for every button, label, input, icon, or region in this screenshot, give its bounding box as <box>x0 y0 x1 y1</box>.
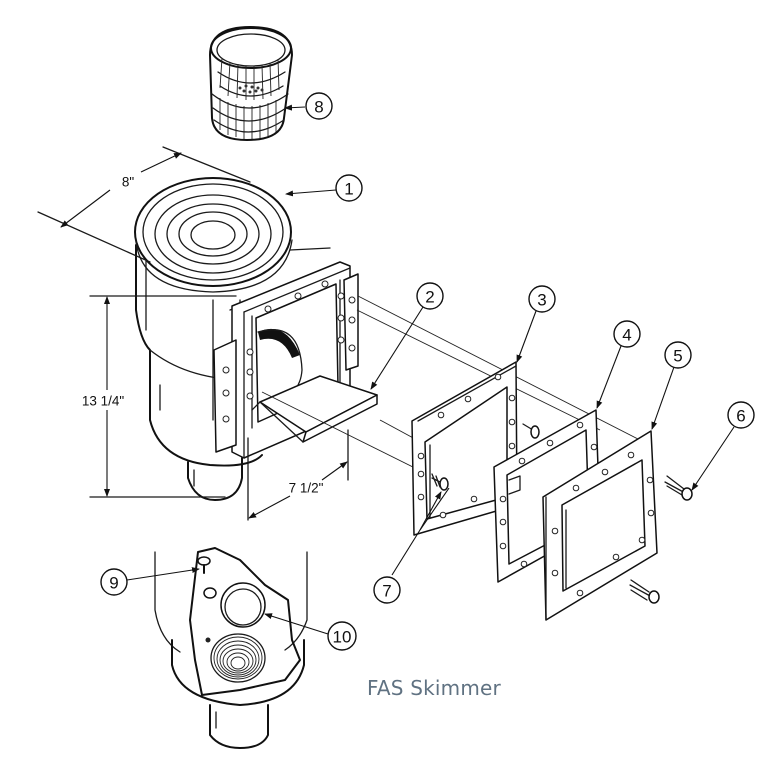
svg-text:9: 9 <box>109 574 118 593</box>
basket-drawing <box>209 26 293 141</box>
screw-3-right <box>522 423 540 439</box>
dim-width-label: 8" <box>122 175 135 190</box>
svg-text:7: 7 <box>382 582 391 601</box>
callout-10: 10 <box>327 621 357 651</box>
svg-text:5: 5 <box>673 347 682 366</box>
screw-7 <box>431 473 449 491</box>
screw-9 <box>197 556 211 574</box>
callout-2: 2 <box>416 282 444 310</box>
svg-text:8: 8 <box>314 98 323 117</box>
svg-text:2: 2 <box>425 288 434 307</box>
svg-text:6: 6 <box>736 407 745 426</box>
callout-9: 9 <box>100 568 128 596</box>
callout-4: 4 <box>613 320 641 348</box>
diagram-caption: FAS Skimmer <box>367 676 501 700</box>
callouts: 1 2 3 4 5 6 <box>100 92 755 651</box>
callout-7: 7 <box>373 576 401 604</box>
callout-5: 5 <box>664 341 692 369</box>
screw-6 <box>664 475 693 501</box>
bottom-detail-drawing <box>154 547 308 749</box>
svg-text:3: 3 <box>537 291 546 310</box>
svg-text:1: 1 <box>344 180 353 199</box>
skimmer-body-drawing <box>134 177 378 501</box>
svg-text:10: 10 <box>333 628 352 647</box>
callout-1: 1 <box>335 174 363 202</box>
svg-text:4: 4 <box>622 326 631 345</box>
dimension-lines: 8" 13 1/4" 7 1/2" <box>37 146 349 521</box>
dim-height-label: 13 1/4" <box>82 394 125 409</box>
dim-depth-label: 7 1/2" <box>289 481 324 496</box>
callout-6: 6 <box>727 401 755 429</box>
face-plate-5-drawing <box>542 430 693 621</box>
callout-3: 3 <box>528 285 556 313</box>
callout-8: 8 <box>305 92 333 120</box>
screw-lower <box>629 579 660 604</box>
